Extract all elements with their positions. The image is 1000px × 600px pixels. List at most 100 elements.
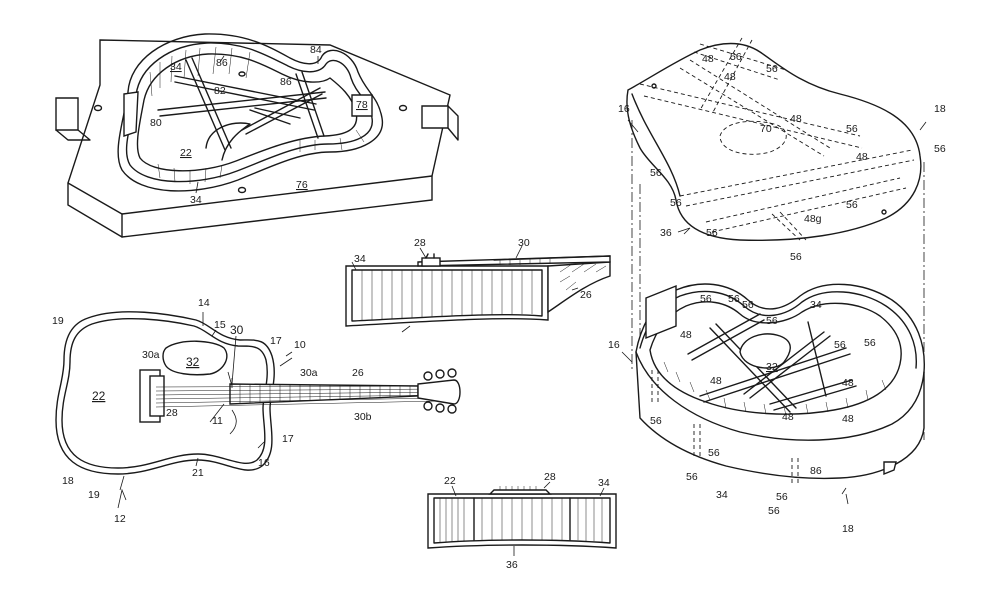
neck-section-figure: 28 30 34 26 bbox=[345, 237, 611, 333]
label: 18 bbox=[62, 475, 74, 487]
mold-braces bbox=[157, 57, 327, 151]
label: 16 bbox=[258, 457, 270, 469]
label: 70 bbox=[760, 123, 772, 135]
mold-fixture-figure: 34 86 84 82 86 78 80 22 34 76 bbox=[55, 33, 459, 238]
label: 30b bbox=[354, 411, 372, 423]
label: 86 bbox=[280, 76, 292, 88]
label: 56 bbox=[708, 447, 720, 459]
mold-cavity-rim bbox=[117, 33, 383, 192]
mold-neck-block bbox=[351, 94, 373, 117]
label: 26 bbox=[580, 289, 592, 301]
label: 56 bbox=[742, 299, 754, 311]
mold-left-tab bbox=[55, 97, 79, 131]
top-plate-figure: 48 56 48 56 16 18 70 48 56 56 48 56 56 5… bbox=[618, 37, 946, 440]
label: 34 bbox=[716, 489, 728, 501]
label: 56 bbox=[864, 337, 876, 349]
label: 48 bbox=[710, 375, 722, 387]
shell-braces bbox=[687, 313, 857, 413]
label: 56 bbox=[766, 63, 778, 75]
label: 56 bbox=[686, 471, 698, 483]
label: 18 bbox=[842, 523, 854, 535]
label: 56 bbox=[650, 167, 662, 179]
label: 10 bbox=[294, 339, 306, 351]
tuning-pegs bbox=[423, 368, 457, 414]
label: 48 bbox=[856, 151, 868, 163]
label: 28 bbox=[544, 471, 556, 483]
label: 15 bbox=[214, 319, 226, 331]
label: 48g bbox=[804, 213, 822, 225]
label: 48 bbox=[842, 413, 854, 425]
label: 86 bbox=[216, 57, 228, 69]
label: 56 bbox=[846, 199, 858, 211]
label: 36 bbox=[506, 559, 518, 571]
label: 86 bbox=[810, 465, 822, 477]
label: 28 bbox=[166, 407, 178, 419]
label: 30 bbox=[518, 237, 530, 249]
label: 56 bbox=[728, 293, 740, 305]
label: 17 bbox=[282, 433, 294, 445]
label: 32 bbox=[186, 355, 200, 369]
label: 34 bbox=[354, 253, 366, 265]
label: 34 bbox=[170, 61, 182, 73]
label: 56 bbox=[846, 123, 858, 135]
label: 56 bbox=[766, 315, 778, 327]
mold-end-block bbox=[123, 91, 139, 137]
label: 34 bbox=[810, 299, 822, 311]
shell-outer bbox=[635, 283, 925, 480]
shell-neck-block bbox=[645, 284, 677, 340]
label: 48 bbox=[702, 53, 714, 65]
label: 19 bbox=[88, 489, 100, 501]
label: 28 bbox=[414, 237, 426, 249]
label: 76 bbox=[296, 179, 308, 191]
label: 26 bbox=[352, 367, 364, 379]
label: 48 bbox=[724, 71, 736, 83]
label: 22 bbox=[444, 475, 456, 487]
body-section-figure: 22 28 34 36 bbox=[427, 471, 617, 571]
label: 56 bbox=[700, 293, 712, 305]
label: 22 bbox=[180, 147, 192, 159]
soundboard-top-plate bbox=[626, 42, 922, 241]
label: 30a bbox=[142, 349, 160, 361]
label: 82 bbox=[214, 85, 226, 97]
label: 34 bbox=[598, 477, 610, 489]
label: 17 bbox=[270, 335, 282, 347]
strings bbox=[155, 385, 441, 408]
label: 56 bbox=[790, 251, 802, 263]
label: 36 bbox=[660, 227, 672, 239]
label: 34 bbox=[190, 194, 202, 206]
mold-right-tab bbox=[421, 105, 449, 129]
label: 19 bbox=[52, 315, 64, 327]
label: 48 bbox=[782, 411, 794, 423]
label: 30a bbox=[300, 367, 318, 379]
label: 56 bbox=[834, 339, 846, 351]
label: 84 bbox=[310, 44, 322, 56]
body-shell-figure: 16 56 56 34 56 56 48 56 32 56 48 48 48 4… bbox=[608, 283, 925, 535]
label: 30 bbox=[230, 323, 244, 337]
label: 18 bbox=[934, 103, 946, 115]
guitar-figure: 19 14 15 30 17 10 30a 32 22 28 11 30a 26… bbox=[52, 297, 461, 525]
label: 48 bbox=[680, 329, 692, 341]
label: 12 bbox=[114, 513, 126, 525]
label: 78 bbox=[356, 99, 368, 111]
saddle bbox=[149, 375, 165, 417]
pickguard bbox=[162, 340, 228, 376]
label: 48 bbox=[790, 113, 802, 125]
label: 80 bbox=[150, 117, 162, 129]
label: 22 bbox=[92, 389, 106, 403]
label: 56 bbox=[730, 51, 742, 63]
label: 16 bbox=[618, 103, 630, 115]
label: 56 bbox=[670, 197, 682, 209]
phantom-lines bbox=[631, 120, 925, 440]
label: 56 bbox=[768, 505, 780, 517]
label: 14 bbox=[198, 297, 210, 309]
label: 56 bbox=[776, 491, 788, 503]
brace-outlines bbox=[639, 37, 915, 241]
label: 11 bbox=[212, 415, 223, 427]
label: 56 bbox=[706, 227, 718, 239]
label: 48 bbox=[842, 377, 854, 389]
label: 21 bbox=[192, 467, 204, 479]
label: 16 bbox=[608, 339, 620, 351]
headstock bbox=[417, 379, 461, 405]
